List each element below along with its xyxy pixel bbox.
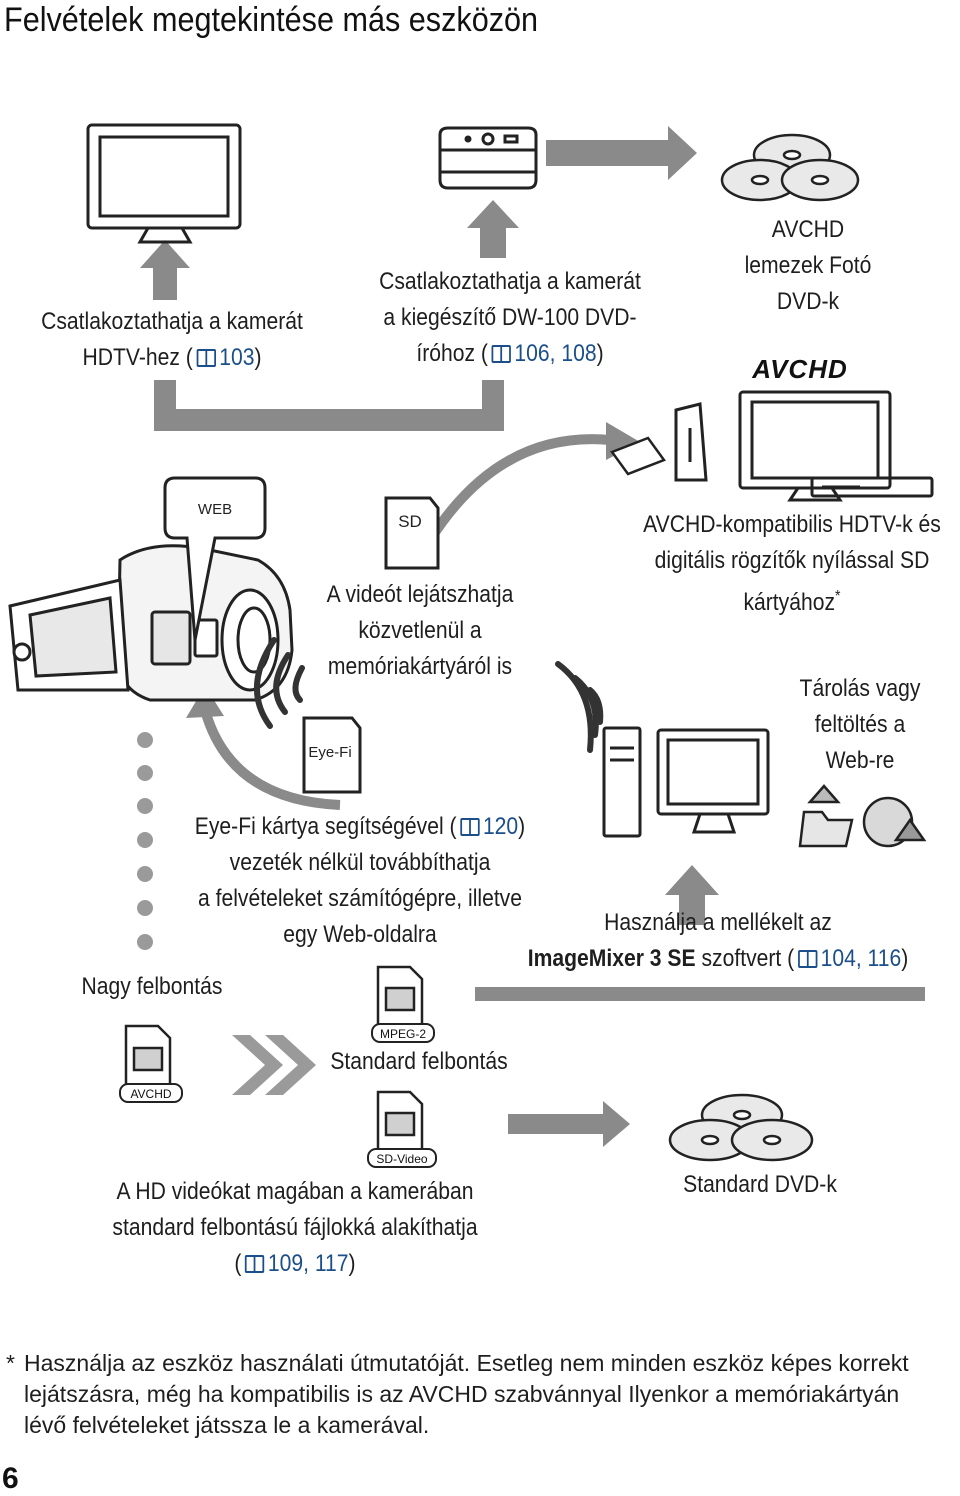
curve-arrow-camera-to-card (425, 434, 611, 543)
folder-upload-icon (798, 784, 854, 848)
web-upload-text: Tárolás vagy feltöltés a Web-re (799, 675, 921, 774)
sd-card-label: SD (398, 512, 422, 531)
page-title: Felvételek megtekintése más eszközön (4, 1, 539, 39)
book-icon (491, 345, 511, 363)
web-badge-label: WEB (198, 501, 232, 518)
footnote-star: * (6, 1350, 15, 1376)
footnote-marker: * (835, 588, 841, 605)
convert-page-ref: 109, 117 (267, 1250, 349, 1277)
sdvideo-file-icon (376, 1090, 424, 1152)
card-slot-icon (674, 402, 708, 482)
camcorder-icon (8, 544, 294, 702)
web-badge (163, 476, 267, 641)
book-icon (244, 1255, 265, 1273)
avchd-discs-icon (720, 133, 860, 202)
arrow-right-to-standard-dvd (508, 1101, 630, 1147)
pc-icon (602, 726, 770, 838)
arrow-right-to-discs (546, 126, 697, 180)
recorder-icon (810, 476, 934, 498)
standard-dvd-label: Standard DVD-k (683, 1171, 837, 1198)
software-text: Használja a mellékelt az ImageMixer 3 SE… (527, 909, 909, 972)
avchd-file-icon (124, 1024, 172, 1088)
wireless-waves-icon (254, 637, 305, 729)
standard-res-label: Standard felbontás (330, 1048, 508, 1075)
curve-arrow-eyefi-to-camera (200, 708, 341, 810)
globe-upload-icon (862, 796, 927, 848)
eyefi-card-label: Eye-Fi (308, 744, 351, 761)
page-number: 6 (2, 1462, 19, 1495)
book-icon (196, 349, 216, 367)
footnote-text: Használja az eszköz használati útmutatój… (24, 1350, 909, 1438)
mpeg2-file-tag: MPEG-2 (380, 1027, 426, 1041)
hdtv-page-ref: 103 (219, 344, 255, 371)
avchd-discs-text: AVCHD lemezek Fotó DVD-k (744, 216, 872, 315)
sd-card-icon (384, 496, 440, 570)
high-res-label: Nagy felbontás (81, 973, 223, 1000)
convert-text: A HD videókat magában a kamerában standa… (112, 1178, 478, 1277)
dvd-writer-text: Csatlakoztathatja a kamerát a kiegészítő… (379, 268, 641, 367)
pc-wireless-waves-icon (555, 661, 604, 753)
dvd-writer-icon (438, 126, 538, 190)
sdvideo-file-tag: SD-Video (376, 1152, 427, 1166)
double-chevron-icon (232, 1035, 316, 1095)
memory-card-text: A videót lejátszhatja közvetlenül a memó… (326, 581, 514, 680)
book-icon (797, 950, 818, 968)
eyefi-text: Eye-Fi kártya segítségével (120) vezeték… (194, 813, 526, 948)
hdtv-text: Csatlakoztathatja a kamerát HDTV-hez (10… (41, 308, 303, 371)
standard-dvd-discs-icon (668, 1093, 814, 1162)
eyefi-card-icon (302, 716, 362, 794)
dotted-line (137, 732, 153, 950)
dvd-writer-page-ref: 106, 108 (514, 340, 597, 367)
arrow-up-to-pc (665, 865, 719, 925)
sd-card-small-icon (610, 436, 666, 476)
eyefi-page-ref: 120 (482, 813, 519, 840)
software-underline (475, 987, 925, 1001)
software-name: ImageMixer 3 SE (527, 945, 696, 972)
avchd-tv-icon (738, 390, 892, 502)
arrow-up-to-dvd-writer (467, 200, 519, 258)
arrow-up-to-hdtv (140, 240, 190, 300)
avchd-file-tag: AVCHD (130, 1087, 171, 1101)
book-icon (460, 818, 480, 836)
avchd-tv-text: AVCHD-kompatibilis HDTV-k és digitális r… (643, 511, 941, 616)
hdtv-icon (86, 123, 242, 244)
software-page-ref: 104, 116 (820, 945, 902, 972)
avchd-logo: AVCHD (751, 354, 848, 384)
connector-bracket (154, 380, 504, 431)
mpeg2-file-icon (376, 965, 424, 1027)
